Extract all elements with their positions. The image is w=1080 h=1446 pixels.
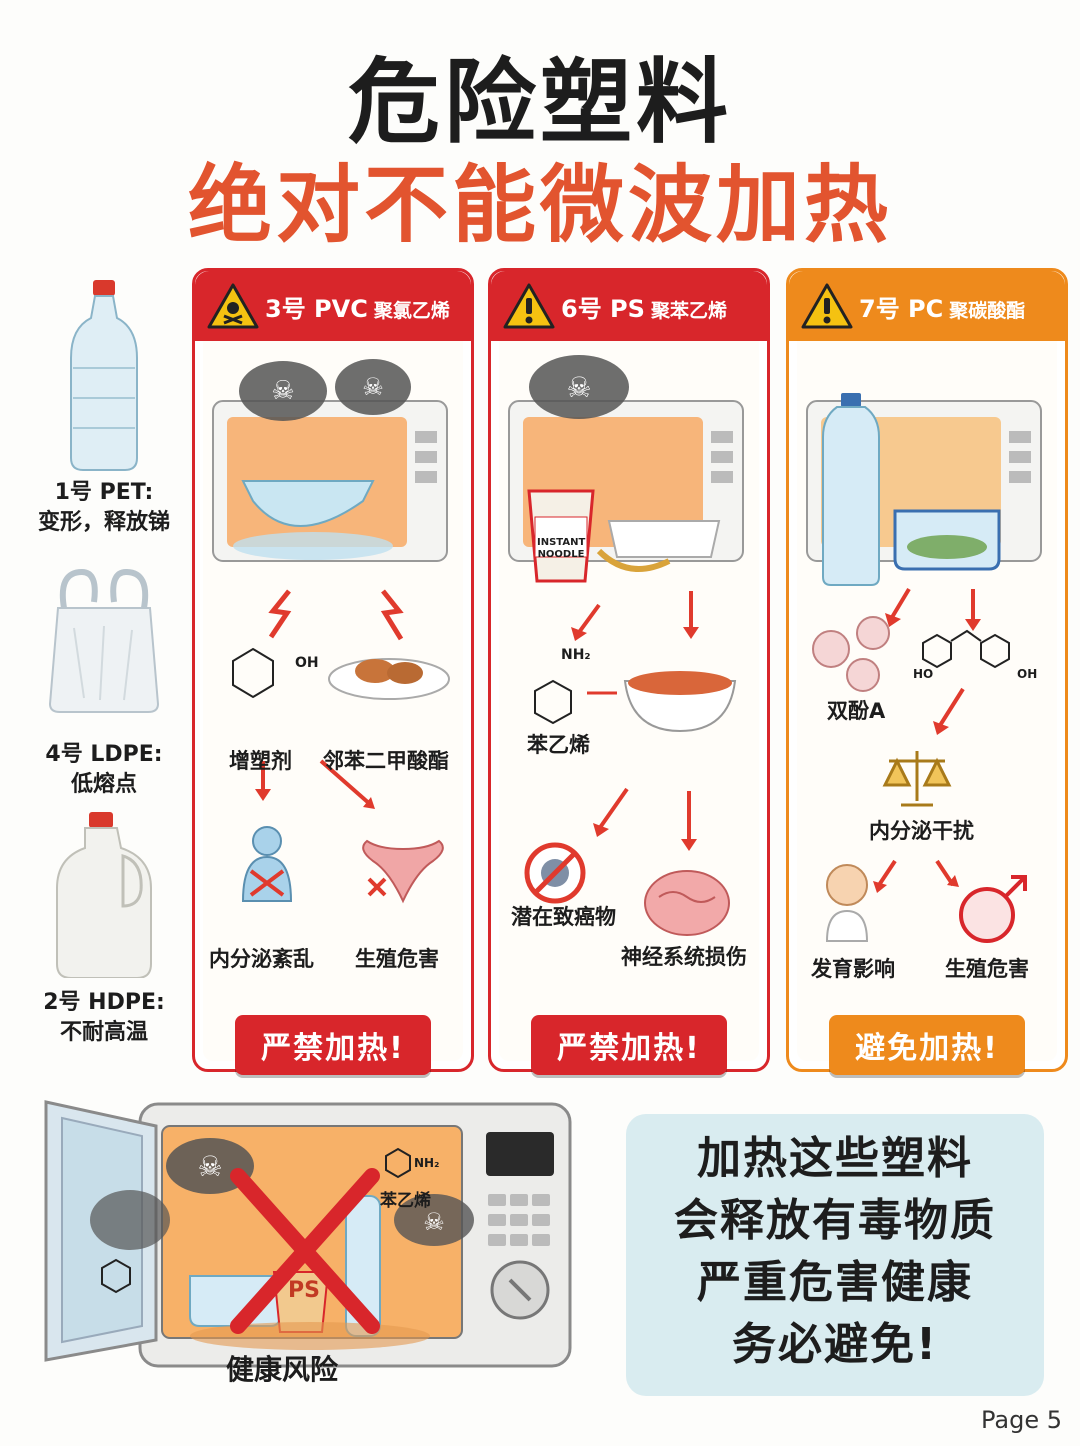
panel-pc-code: 7号 PC [859,294,944,323]
info-line-1: 加热这些塑料 [697,1133,973,1184]
pc-chem-oh: OH [1017,667,1038,681]
ps-chem-nh2: NH₂ [561,647,591,663]
side-item-pet: 1号 PET: 变形，释放锑 [14,278,194,538]
microwave-ps-tag: PS [288,1278,320,1303]
page-subtitle: 绝对不能微波加热 [187,156,892,254]
info-line-2: 会释放有毒物质 [674,1195,996,1246]
pc-label-reproductive: 生殖危害 [945,957,1029,981]
page-number: Page 5 [981,1406,1062,1434]
microwave-chem-tag: 苯乙烯 [380,1191,431,1211]
warning-info-box: 加热这些塑料 会释放有毒物质 严重危害健康 务必避免! [626,1114,1044,1396]
microwave-icon: ☠ ☠ [44,1100,572,1368]
svg-text:☠: ☠ [197,1150,222,1183]
panel-pvc-code: 3号 PVC [265,294,368,323]
hdpe-code: 2号 HDPE: [43,990,165,1015]
milk-jug-icon [56,812,152,979]
ps-label-styrene: 苯乙烯 [527,733,590,757]
pvc-chem-oh: OH [295,655,319,671]
ps-ban-badge: 严禁加热! [531,1015,727,1075]
panel-pvc-body: ☠ ☠ OH 增塑剂 邻苯二甲酸酯 内分泌紊乱 生殖危害 [203,341,463,1061]
ldpe-note: 低熔点 [70,772,137,797]
svg-text:☠: ☠ [271,376,294,406]
side-item-ldpe: 4号 LDPE: 低熔点 [14,568,194,800]
water-bottle-icon [70,280,138,471]
panel-pc-body: HO OH 双酚A 内分泌干扰 发育影响 生殖危害 [797,341,1057,1061]
pvc-label-plasticizer: 增塑剂 [229,749,292,773]
panel-pc-name: 聚碳酸酯 [949,299,1026,322]
pvc-label-endocrine: 内分泌紊乱 [209,947,314,971]
panel-ps-body: ☠ INSTANT NOODLE NH₂ 苯乙烯 潜在致癌物 神经系统损伤 [499,341,759,1061]
pc-label-endocrine-disruption: 内分泌干扰 [869,819,974,843]
microwave-nh2: NH₂ [414,1156,440,1170]
ps-illustration: ☠ [508,355,744,936]
info-line-4: 务必避免! [731,1319,939,1370]
info-line-3: 严重危害健康 [697,1257,973,1308]
skull-warning-icon [207,283,259,329]
panel-pvc-name: 聚氯乙烯 [373,299,450,322]
ldpe-code: 4号 LDPE: [45,742,163,767]
pvc-ban-badge: 严禁加热! [235,1015,431,1075]
panel-ps-name: 聚苯乙烯 [650,299,727,322]
svg-text:☠: ☠ [362,373,384,401]
pvc-label-reproductive: 生殖危害 [355,947,439,971]
panel-ps-code: 6号 PS [561,294,645,323]
ps-label-nerve-damage: 神经系统损伤 [621,945,747,969]
microwave-illustration: ☠ ☠ 苯乙烯 NH₂ PS 健康风险 [40,1096,580,1386]
side-item-hdpe: 2号 HDPE: 不耐高温 [14,810,194,1048]
page-title: 危险塑料 [347,49,732,156]
pc-chem-ho: HO [913,667,934,681]
pvc-label-phthalate: 邻苯二甲酸酯 [323,749,449,773]
ps-label-carcinogen: 潜在致癌物 [511,905,616,929]
microwave-label: 健康风险 [226,1353,339,1386]
plastic-bag-icon [48,568,160,713]
warning-icon [801,283,853,329]
pc-illustration [806,393,1042,943]
warning-icon [503,283,555,329]
pc-label-bpa: 双酚A [827,699,886,723]
pet-note: 变形，释放锑 [37,510,170,535]
hdpe-note: 不耐高温 [59,1020,148,1045]
pet-code: 1号 PET: [54,480,154,505]
pc-label-development: 发育影响 [811,957,895,981]
svg-text:☠: ☠ [423,1208,445,1236]
noodle-cup-label: INSTANT NOODLE [537,537,586,560]
pc-ban-badge: 避免加热! [829,1015,1025,1075]
pvc-illustration: ☠ ☠ [212,359,450,904]
svg-text:☠: ☠ [566,371,591,404]
